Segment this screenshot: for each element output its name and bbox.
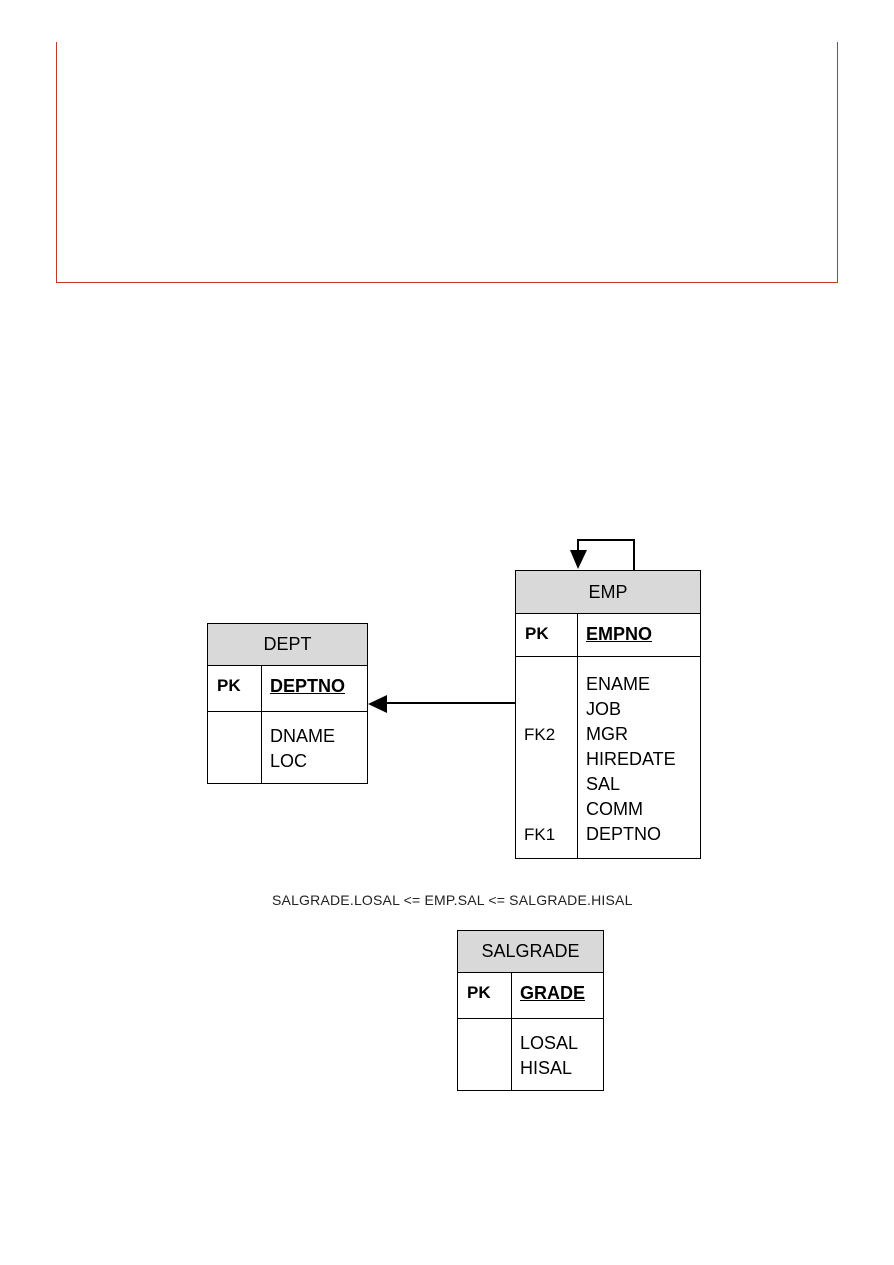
dept-key-cell bbox=[216, 749, 261, 774]
dept-entity: DEPT PK DEPTNO DNAME LOC bbox=[207, 623, 368, 784]
emp-fk-label: FK1 bbox=[524, 825, 556, 844]
emp-pk-field: EMPNO bbox=[586, 624, 653, 644]
dept-key-cell bbox=[216, 724, 261, 749]
emp-attribute: JOB bbox=[586, 699, 622, 719]
salgrade-entity: SALGRADE PK GRADE LOSAL HISAL bbox=[457, 930, 604, 1091]
salgrade-pk-label: PK bbox=[467, 983, 491, 1002]
salgrade-attribute: HISAL bbox=[520, 1058, 573, 1078]
emp-key-cell bbox=[524, 772, 577, 797]
emp-fk-label: FK2 bbox=[524, 725, 556, 744]
salgrade-attribute: LOSAL bbox=[520, 1033, 579, 1053]
salgrade-key-cell bbox=[466, 1031, 511, 1056]
emp-key-cell bbox=[524, 672, 577, 697]
emp-key-cell bbox=[524, 747, 577, 772]
emp-self-arrowhead bbox=[570, 550, 587, 569]
emp-entity: EMP PK EMPNO FK2 FK1 ENAME JOB MGR HIRED… bbox=[515, 570, 701, 859]
salgrade-key-cell bbox=[466, 1056, 511, 1081]
dept-entity-title: DEPT bbox=[208, 624, 367, 666]
emp-dept-arrowhead bbox=[368, 695, 387, 713]
emp-entity-title: EMP bbox=[516, 571, 700, 614]
emp-key-cell bbox=[524, 697, 577, 722]
dept-pk-field: DEPTNO bbox=[270, 676, 346, 696]
emp-self-relationship-line bbox=[577, 539, 635, 570]
emp-attribute: MGR bbox=[586, 724, 628, 744]
dept-attribute: DNAME bbox=[270, 726, 336, 746]
page-frame bbox=[56, 42, 838, 283]
salgrade-entity-title: SALGRADE bbox=[458, 931, 603, 973]
dept-attribute: LOC bbox=[270, 751, 308, 771]
salgrade-constraint-note: SALGRADE.LOSAL <= EMP.SAL <= SALGRADE.HI… bbox=[272, 892, 633, 908]
emp-attribute: ENAME bbox=[586, 674, 651, 694]
emp-attribute: COMM bbox=[586, 799, 643, 819]
emp-pk-label: PK bbox=[525, 624, 549, 643]
emp-attribute: SAL bbox=[586, 774, 621, 794]
salgrade-pk-field: GRADE bbox=[520, 983, 586, 1003]
dept-pk-label: PK bbox=[217, 676, 241, 695]
emp-attribute: HIREDATE bbox=[586, 749, 676, 769]
emp-key-cell bbox=[524, 797, 577, 822]
emp-attribute: DEPTNO bbox=[586, 824, 662, 844]
